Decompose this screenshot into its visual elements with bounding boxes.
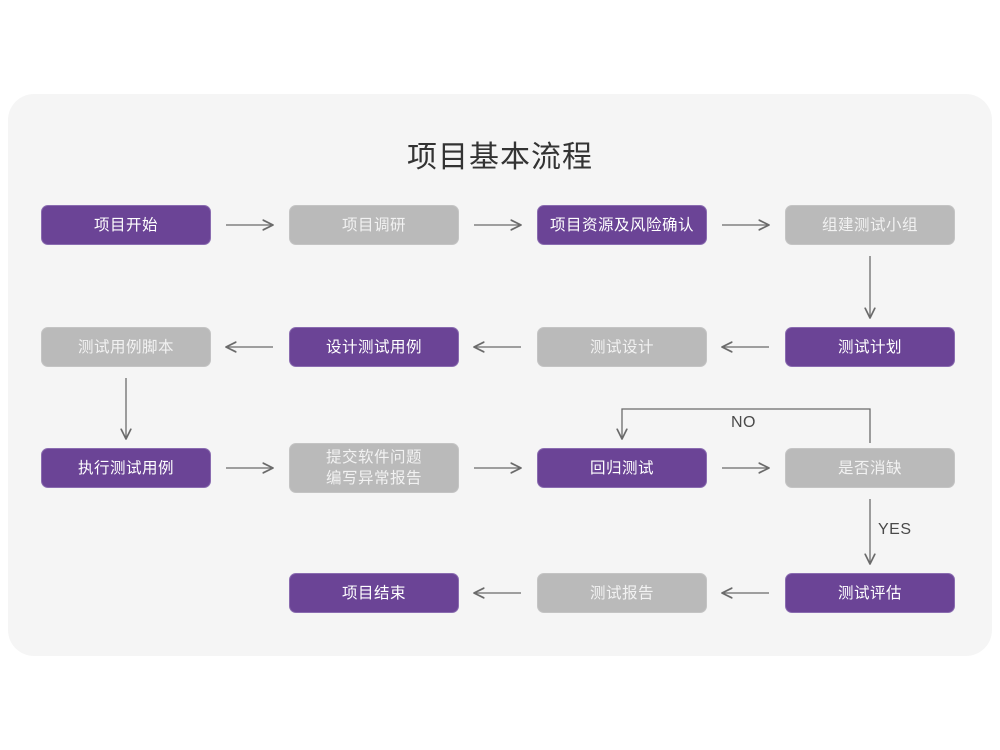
flow-node-n1[interactable]: 项目开始 xyxy=(41,205,211,245)
flow-node-n13[interactable]: 项目结束 xyxy=(289,573,459,613)
flow-node-n11[interactable]: 回归测试 xyxy=(537,448,707,488)
flow-node-n6[interactable]: 设计测试用例 xyxy=(289,327,459,367)
flow-node-n5[interactable]: 测试用例脚本 xyxy=(41,327,211,367)
flow-node-n10[interactable]: 提交软件问题 编写异常报告 xyxy=(289,443,459,493)
flow-node-n9[interactable]: 执行测试用例 xyxy=(41,448,211,488)
flow-node-n12[interactable]: 是否消缺 xyxy=(785,448,955,488)
flow-node-n7[interactable]: 测试设计 xyxy=(537,327,707,367)
flow-node-n14[interactable]: 测试报告 xyxy=(537,573,707,613)
edge-label-yes: YES xyxy=(878,521,912,538)
flowchart-panel xyxy=(8,94,992,656)
edge-label-no: NO xyxy=(731,414,756,431)
flow-node-n4[interactable]: 组建测试小组 xyxy=(785,205,955,245)
flow-node-n8[interactable]: 测试计划 xyxy=(785,327,955,367)
flow-node-n2[interactable]: 项目调研 xyxy=(289,205,459,245)
page-title: 项目基本流程 xyxy=(407,141,593,174)
flow-node-n3[interactable]: 项目资源及风险确认 xyxy=(537,205,707,245)
flow-node-n15[interactable]: 测试评估 xyxy=(785,573,955,613)
